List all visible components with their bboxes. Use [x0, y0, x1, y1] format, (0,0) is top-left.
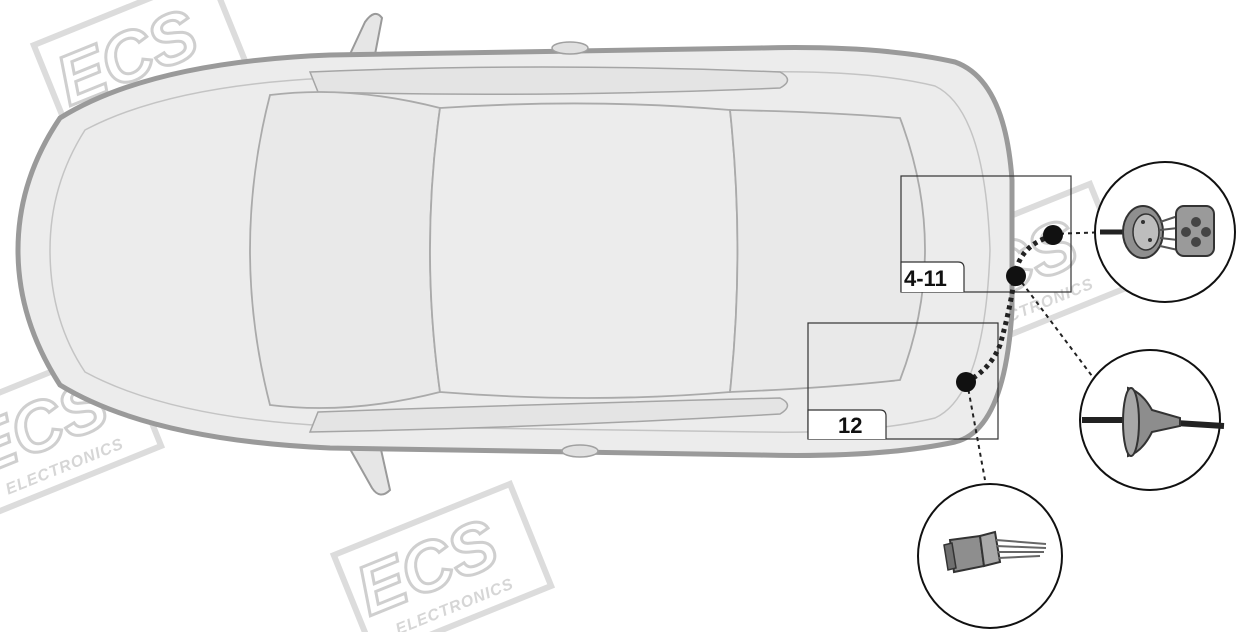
- socket-connector-icon: [1094, 161, 1236, 303]
- wiring-harness: [964, 233, 1053, 385]
- watermark: ECS ELECTRONICS: [329, 480, 556, 632]
- windshield: [249, 91, 442, 409]
- body-contour: [49, 71, 991, 433]
- plug-connector-icon: [917, 483, 1063, 629]
- grommet-icon: [1079, 349, 1225, 491]
- roof: [429, 102, 739, 399]
- right-side-rail: [308, 397, 789, 433]
- car-top-view: [15, 12, 1015, 496]
- connection-point: [1043, 225, 1063, 245]
- connection-point: [1006, 266, 1026, 286]
- connection-points: [956, 225, 1063, 392]
- rear-window: [728, 109, 926, 393]
- leader-plug: [966, 381, 986, 481]
- harness-route: [964, 233, 1053, 385]
- leader-grommet: [1016, 275, 1093, 377]
- rear-box-label: 4-11: [904, 266, 947, 291]
- antenna-base: [561, 444, 599, 458]
- antenna: [551, 41, 589, 55]
- side-box-label: 12: [838, 413, 862, 438]
- connection-point: [956, 372, 976, 392]
- label-box-side: 12: [807, 322, 999, 440]
- left-side-rail: [308, 66, 789, 95]
